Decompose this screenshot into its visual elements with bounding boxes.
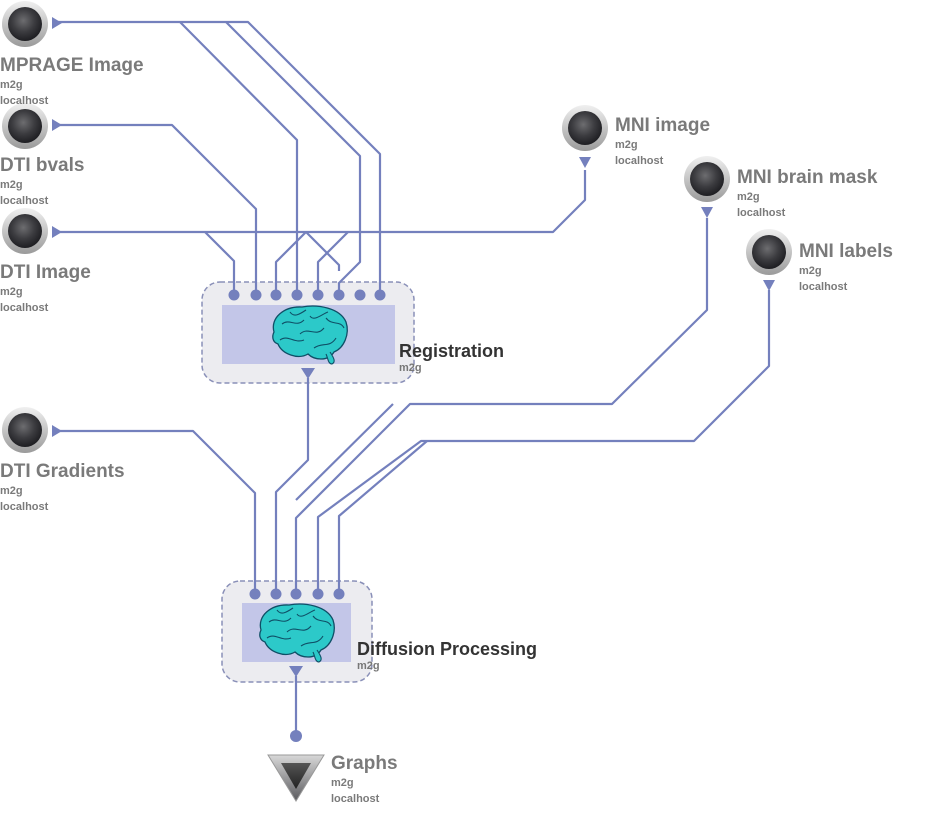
node-host: localhost xyxy=(615,155,664,167)
mni-image-node-label: MNI image m2g localhost xyxy=(615,115,710,169)
node-sub: m2g xyxy=(331,777,354,789)
dti-image-node-icon[interactable] xyxy=(2,208,62,254)
node-host: localhost xyxy=(0,302,49,314)
node-title: MNI brain mask xyxy=(737,167,878,188)
node-sub: m2g xyxy=(737,191,760,203)
dti-gradients-node-icon[interactable] xyxy=(2,407,62,453)
brain-icon xyxy=(272,305,348,365)
node-host: localhost xyxy=(331,793,380,805)
dti-bvals-node-icon[interactable] xyxy=(2,103,62,149)
graphs-output-icon[interactable] xyxy=(267,754,325,802)
node-sub: m2g xyxy=(615,139,638,151)
mprage-node-icon[interactable] xyxy=(2,1,62,47)
node-title: DTI Image xyxy=(0,262,91,283)
mni-brain-mask-node-icon[interactable] xyxy=(684,156,730,218)
process-title: Registration xyxy=(399,341,505,361)
node-host: localhost xyxy=(0,501,49,513)
node-title: MPRAGE Image xyxy=(0,55,144,76)
registration-label: Registration m2g xyxy=(399,340,504,374)
process-title: Diffusion Processing xyxy=(357,639,538,659)
mprage-node-label: MPRAGE Image m2g localhost xyxy=(0,55,144,109)
diffusion-ports[interactable] xyxy=(249,588,345,743)
node-title: DTI Gradients xyxy=(0,461,125,482)
registration-ports[interactable] xyxy=(228,289,386,380)
diffusion-processing-label: Diffusion Processing m2g xyxy=(357,638,537,672)
node-title: DTI bvals xyxy=(0,155,85,176)
brain-icon xyxy=(259,603,335,663)
node-sub: m2g xyxy=(0,286,23,298)
connection-wires xyxy=(58,20,771,736)
node-host: localhost xyxy=(0,195,49,207)
mni-image-node-icon[interactable] xyxy=(562,105,608,168)
node-host: localhost xyxy=(737,207,786,219)
dti-image-node-label: DTI Image m2g localhost xyxy=(0,262,91,316)
dti-gradients-node-label: DTI Gradients m2g localhost xyxy=(0,461,125,515)
registration-process[interactable] xyxy=(201,281,415,384)
dti-bvals-node-label: DTI bvals m2g localhost xyxy=(0,155,84,209)
node-title: MNI labels xyxy=(799,241,893,262)
node-host: localhost xyxy=(0,95,49,107)
mni-labels-node-icon[interactable] xyxy=(746,229,792,291)
graphs-output-label: Graphs m2g localhost xyxy=(331,753,398,807)
diffusion-processing-process[interactable] xyxy=(221,580,373,683)
node-sub: m2g xyxy=(0,179,23,191)
mni-labels-node-label: MNI labels m2g localhost xyxy=(799,241,893,295)
node-sub: m2g xyxy=(0,485,23,497)
node-sub: m2g xyxy=(799,265,822,277)
mni-brain-mask-node-label: MNI brain mask m2g localhost xyxy=(737,167,877,221)
node-sub: m2g xyxy=(0,79,23,91)
node-host: localhost xyxy=(799,281,848,293)
node-title: Graphs xyxy=(331,753,398,774)
node-title: MNI image xyxy=(615,115,711,136)
process-sub: m2g xyxy=(399,362,422,374)
process-sub: m2g xyxy=(357,660,380,672)
